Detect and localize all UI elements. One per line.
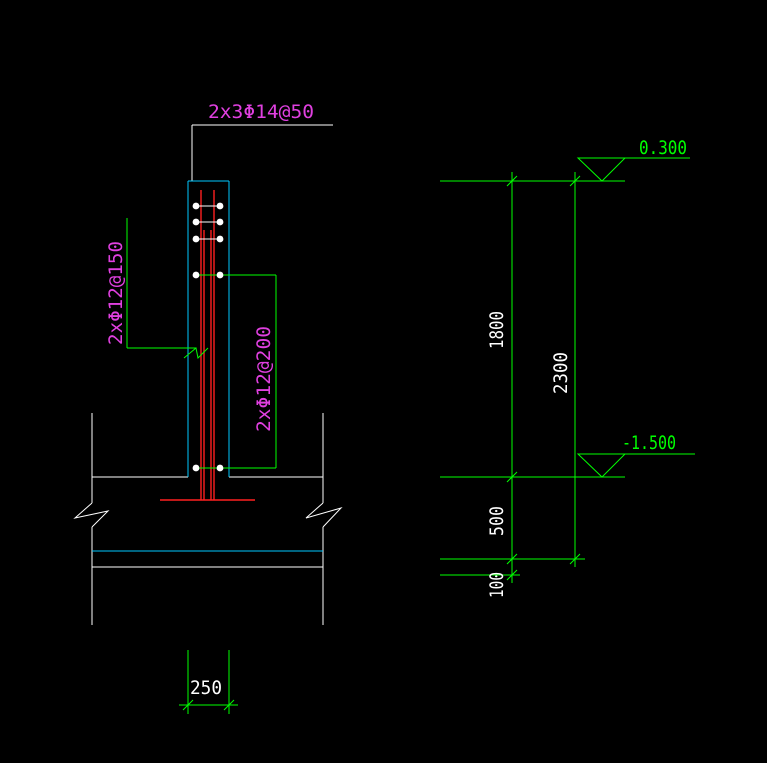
- rebar-dots: [192, 202, 224, 472]
- main-rebar: [160, 190, 255, 501]
- stirrups: [126, 218, 277, 469]
- dim-1800-label: 1800: [486, 311, 508, 349]
- vertical-dimensions: [440, 157, 695, 583]
- dot-links: [196, 205, 220, 240]
- excavation-outline: [73, 124, 343, 625]
- dim-250-label: 250: [190, 677, 222, 699]
- level-bottom-label: -1.500: [622, 432, 676, 454]
- left-stirrup-label: 2xΦ12@150: [105, 241, 127, 345]
- dim-100-label: 100: [486, 572, 508, 598]
- dim-500-label: 500: [486, 506, 508, 536]
- width-dimension: [179, 650, 238, 714]
- top-bar-label: 2x3Φ14@50: [208, 101, 314, 123]
- level-top-label: 0.300: [639, 137, 687, 159]
- right-stirrup-label: 2xΦ12@200: [253, 326, 275, 432]
- concrete-outline: [92, 180, 323, 552]
- dim-2300-label: 2300: [550, 352, 572, 394]
